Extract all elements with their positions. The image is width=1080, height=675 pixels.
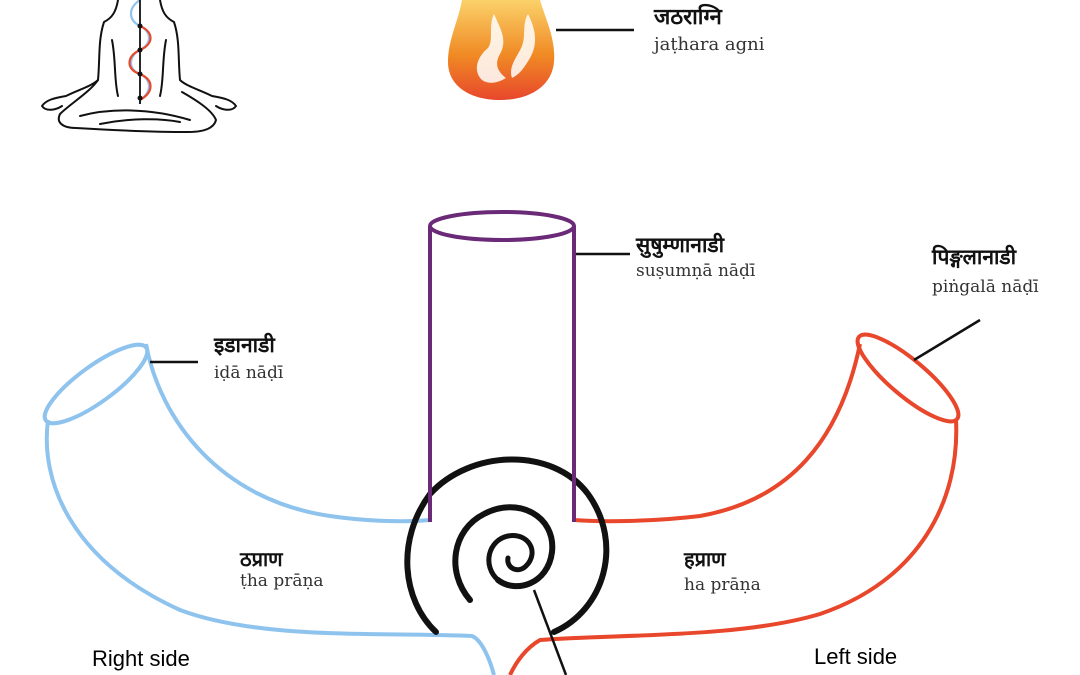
spiral-icon [404,456,610,635]
right-side-label: Right side [92,646,190,671]
tha-prana-roman-label: ṭha prāṇa [240,571,324,591]
ha-prana-roman-label: ha prāṇa [684,575,761,595]
left-side-label: Left side [814,644,897,669]
pingala-devanagari-label: पिङ्गलानाडी [931,244,1018,269]
tha-prana-devanagari-label: ठप्राण [239,547,284,571]
sushumna-nadi-channel [428,210,576,522]
figure-nadi-channels [128,0,152,104]
pingala-leader-line [913,318,981,362]
ida-nadi-channel [42,342,496,675]
sushumna-roman-label: suṣumṇā nāḍī [636,261,756,281]
sushumna-devanagari-label: सुषुम्णानाडी [635,232,726,259]
ida-roman-label: iḍā nāḍī [214,363,284,383]
ha-prana-devanagari-label: हप्राण [683,547,727,571]
ida-devanagari-label: इडानाडी [213,332,276,357]
flame-icon [448,0,555,100]
jathara-devanagari-label: जठराग्नि [653,3,723,30]
meditating-figure-icon [41,0,237,133]
spiral-leader-line [532,589,568,675]
pingala-roman-label: piṅgalā nāḍī [932,277,1039,297]
pingala-nadi-channel [508,332,961,675]
jathara-roman-label: jaṭhara agni [652,34,765,55]
